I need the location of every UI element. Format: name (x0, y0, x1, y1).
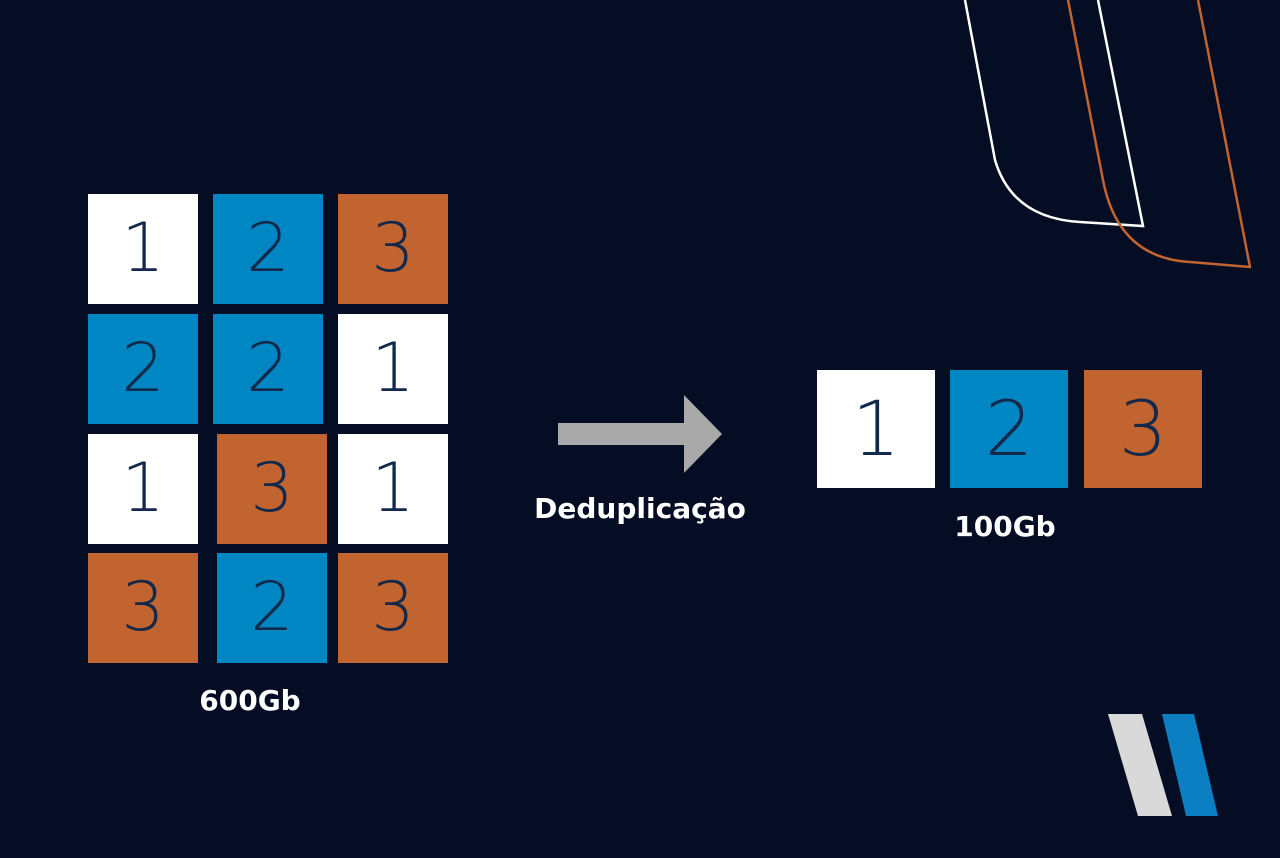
right-arrow-icon (558, 395, 722, 473)
result-block: 3 (1084, 370, 1202, 488)
result-block: 1 (817, 370, 935, 488)
block-digit: 2 (246, 209, 290, 288)
block-digit: 3 (1118, 384, 1168, 473)
block-digit: 1 (121, 209, 165, 288)
source-block: 1 (338, 314, 448, 424)
block-digit: 2 (121, 329, 165, 408)
source-block: 2 (217, 553, 327, 663)
brand-logo-icon (1108, 714, 1218, 816)
block-digit: 3 (371, 209, 415, 288)
block-digit: 2 (250, 568, 294, 647)
block-digit: 2 (246, 329, 290, 408)
block-digit: 3 (371, 568, 415, 647)
source-block: 1 (88, 434, 198, 544)
block-digit: 1 (371, 329, 415, 408)
source-block: 3 (217, 434, 327, 544)
source-block: 1 (88, 194, 198, 304)
block-digit: 3 (250, 449, 294, 528)
source-block: 1 (338, 434, 448, 544)
block-digit: 1 (371, 449, 415, 528)
source-block: 3 (338, 553, 448, 663)
block-digit: 1 (851, 384, 901, 473)
block-digit: 2 (984, 384, 1034, 473)
result-block: 2 (950, 370, 1068, 488)
process-label: Deduplicação (534, 492, 746, 525)
decorative-curves-icon (963, 0, 1252, 269)
source-size-label: 600Gb (199, 684, 301, 717)
source-block: 3 (88, 553, 198, 663)
block-digit: 3 (121, 568, 165, 647)
source-block: 2 (88, 314, 198, 424)
source-block: 2 (213, 314, 323, 424)
source-block: 3 (338, 194, 448, 304)
source-block: 2 (213, 194, 323, 304)
block-digit: 1 (121, 449, 165, 528)
result-size-label: 100Gb (954, 510, 1056, 543)
